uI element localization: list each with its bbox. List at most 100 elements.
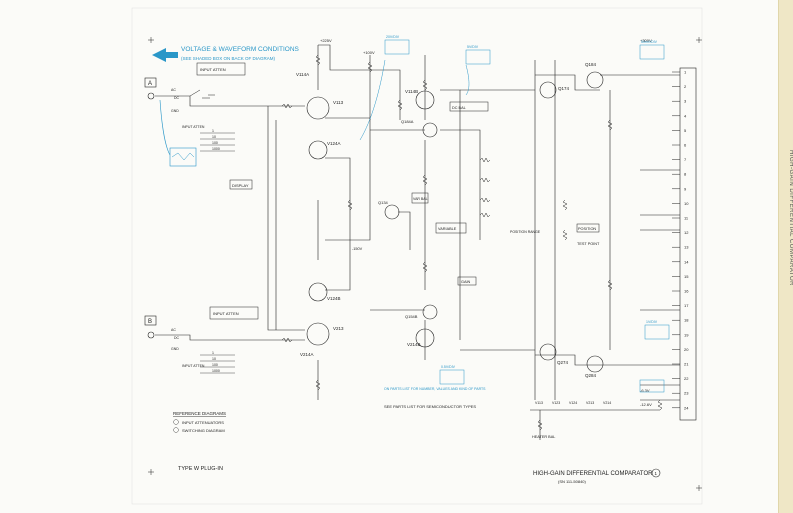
supply-4: +300V <box>640 38 652 43</box>
output-connector <box>679 67 697 421</box>
input-a-atten-label: INPUT ATTEN <box>200 67 226 72</box>
input-a-step-100: 100 <box>212 141 218 145</box>
dc-bal-label: DC BAL <box>452 106 466 110</box>
tube-v114b-icon <box>415 90 435 110</box>
tube-v114a-label: V114A <box>296 72 309 77</box>
transistor-q174-icon <box>539 81 557 99</box>
transistor-q174-label: Q174 <box>558 86 570 91</box>
transistor-q184a-label: Q184A <box>401 119 414 124</box>
waveform-label-4: 0.5V/DIV <box>441 365 456 369</box>
transistors <box>384 71 604 373</box>
connector-pin-label: 9 <box>684 186 687 191</box>
reference-diagrams: REFERENCE DIAGRAMS INPUT ATTENUATORS SWI… <box>173 411 226 433</box>
reference-1: INPUT ATTENUATORS <box>182 420 224 425</box>
connector-pin-label: 15 <box>684 274 689 279</box>
connector-pin-label: 19 <box>684 332 689 337</box>
input-b-dc: DC <box>174 336 180 340</box>
input-a-ac: AC <box>171 88 176 92</box>
heater-tube-1: V113 <box>535 401 543 405</box>
position-range-label: POSITION RANGE <box>510 230 541 234</box>
transistor-q154b-icon <box>422 304 438 320</box>
arrow-left-icon <box>152 48 178 62</box>
tube-v124a-icon <box>308 140 328 160</box>
resistors <box>281 54 663 431</box>
waveform-box-a <box>169 147 197 167</box>
connector-pin-label: 8 <box>684 172 687 177</box>
input-a-step-1: 1 <box>212 129 214 133</box>
tube-v213-icon <box>306 322 330 346</box>
waveform-boxes <box>359 39 670 393</box>
input-b-gnd: GND <box>171 347 179 351</box>
tube-v113-icon <box>306 96 330 120</box>
connector-pin-label: 18 <box>684 318 689 323</box>
heater-string: V113 V123 V124 V213 V214 <box>535 401 611 405</box>
transistor-q184-icon <box>586 71 604 89</box>
var-bal-label: VAR BAL <box>413 197 428 201</box>
tube-v213-label: V213 <box>333 326 344 331</box>
transistor-q184a-icon <box>422 122 438 138</box>
transistor-q274-label: Q274 <box>557 360 569 365</box>
input-b-mode: INPUT ATTEN <box>182 364 205 368</box>
connector-pin-label: 12 <box>684 230 689 235</box>
input-a-step-1000: 1000 <box>212 147 220 151</box>
connector-pin-label: 11 <box>684 216 689 221</box>
registration-marks <box>148 37 702 491</box>
input-b-atten-label: INPUT ATTEN <box>213 311 239 316</box>
waveform-label-3: 50mV/DIV <box>641 40 658 44</box>
diagram-subtitle: (SN 111-50840) <box>558 479 587 484</box>
heater-tube-4: V213 <box>586 401 594 405</box>
input-a-step-10: 10 <box>212 135 216 139</box>
reference-2: SWITCHING DIAGRAM <box>182 428 225 433</box>
connector-pin-label: 4 <box>684 113 687 118</box>
connector-pin-label: 3 <box>684 99 687 104</box>
transistor-q134-icon <box>384 204 400 220</box>
heater-bal-label: HEATER BAL <box>532 435 555 439</box>
diagram-number: 1 <box>655 471 658 476</box>
side-tab <box>778 0 793 513</box>
diagram-number-circle <box>651 468 661 478</box>
transistor-q284-icon <box>586 355 604 373</box>
connector-pin-label: 1 <box>684 70 687 75</box>
tube-v114b-label: V114B <box>405 89 418 94</box>
tube-v124b-label: V124B <box>327 296 341 301</box>
reference-heading: REFERENCE DIAGRAMS <box>173 411 226 416</box>
tube-v214b-label: V214B <box>407 342 421 347</box>
vacuum-tubes <box>306 90 435 348</box>
transistor-q134-label: Q134 <box>378 200 389 205</box>
connector-pin-label: 20 <box>684 347 689 352</box>
voltage-note-sub: (SEE SHADED BOX ON BACK OF DIAGRAM) <box>181 56 276 61</box>
connector-pin-label: 5 <box>684 128 687 133</box>
waveform-label-1: 20V/DIV <box>386 35 400 39</box>
input-a-gnd: GND <box>171 109 179 113</box>
tube-v124b-icon <box>308 282 328 302</box>
input-b-section: B INPUT ATTEN AC DC GND 1 10 100 1000 IN… <box>144 306 280 374</box>
connector-pin-label: 16 <box>684 289 689 294</box>
connector-pin-label: 14 <box>684 259 689 264</box>
connector-pin-label: 6 <box>684 143 687 148</box>
test-point-label: TEST POINT <box>577 242 600 246</box>
supply-1: +225V <box>320 38 332 43</box>
supply-6: -12.6V <box>640 402 652 407</box>
connector-pin-label: 2 <box>684 84 687 89</box>
waveform-label-2: 5V/DIV <box>467 45 479 49</box>
heater-tube-5: V214 <box>603 401 611 405</box>
input-b-label: B <box>148 319 152 325</box>
connector-pin-label: 10 <box>684 201 689 206</box>
heater-tube-2: V123 <box>552 401 560 405</box>
connector-pin-label: 24 <box>684 405 689 410</box>
transistor-q284-label: Q284 <box>585 373 597 378</box>
input-b-step-1000: 1000 <box>212 369 220 373</box>
input-b-step-100: 100 <box>212 363 218 367</box>
input-a-section: A INPUT ATTEN AC DC GND 1 10 100 1000 IN… <box>144 62 262 167</box>
input-a-mode: INPUT ATTEN <box>182 125 205 129</box>
tube-v113-label: V113 <box>333 100 344 105</box>
plugin-label: TYPE W PLUG-IN <box>178 466 223 472</box>
display-box: DISPLAY <box>232 183 249 188</box>
transistor-q154b-label: Q154B <box>405 314 418 319</box>
voltage-note-title: VOLTAGE & WAVEFORM CONDITIONS <box>181 46 300 53</box>
position-label: POSITION <box>578 227 596 231</box>
tube-v214a-label: V214A <box>300 352 314 357</box>
variable-label: VARIABLE <box>438 227 457 231</box>
